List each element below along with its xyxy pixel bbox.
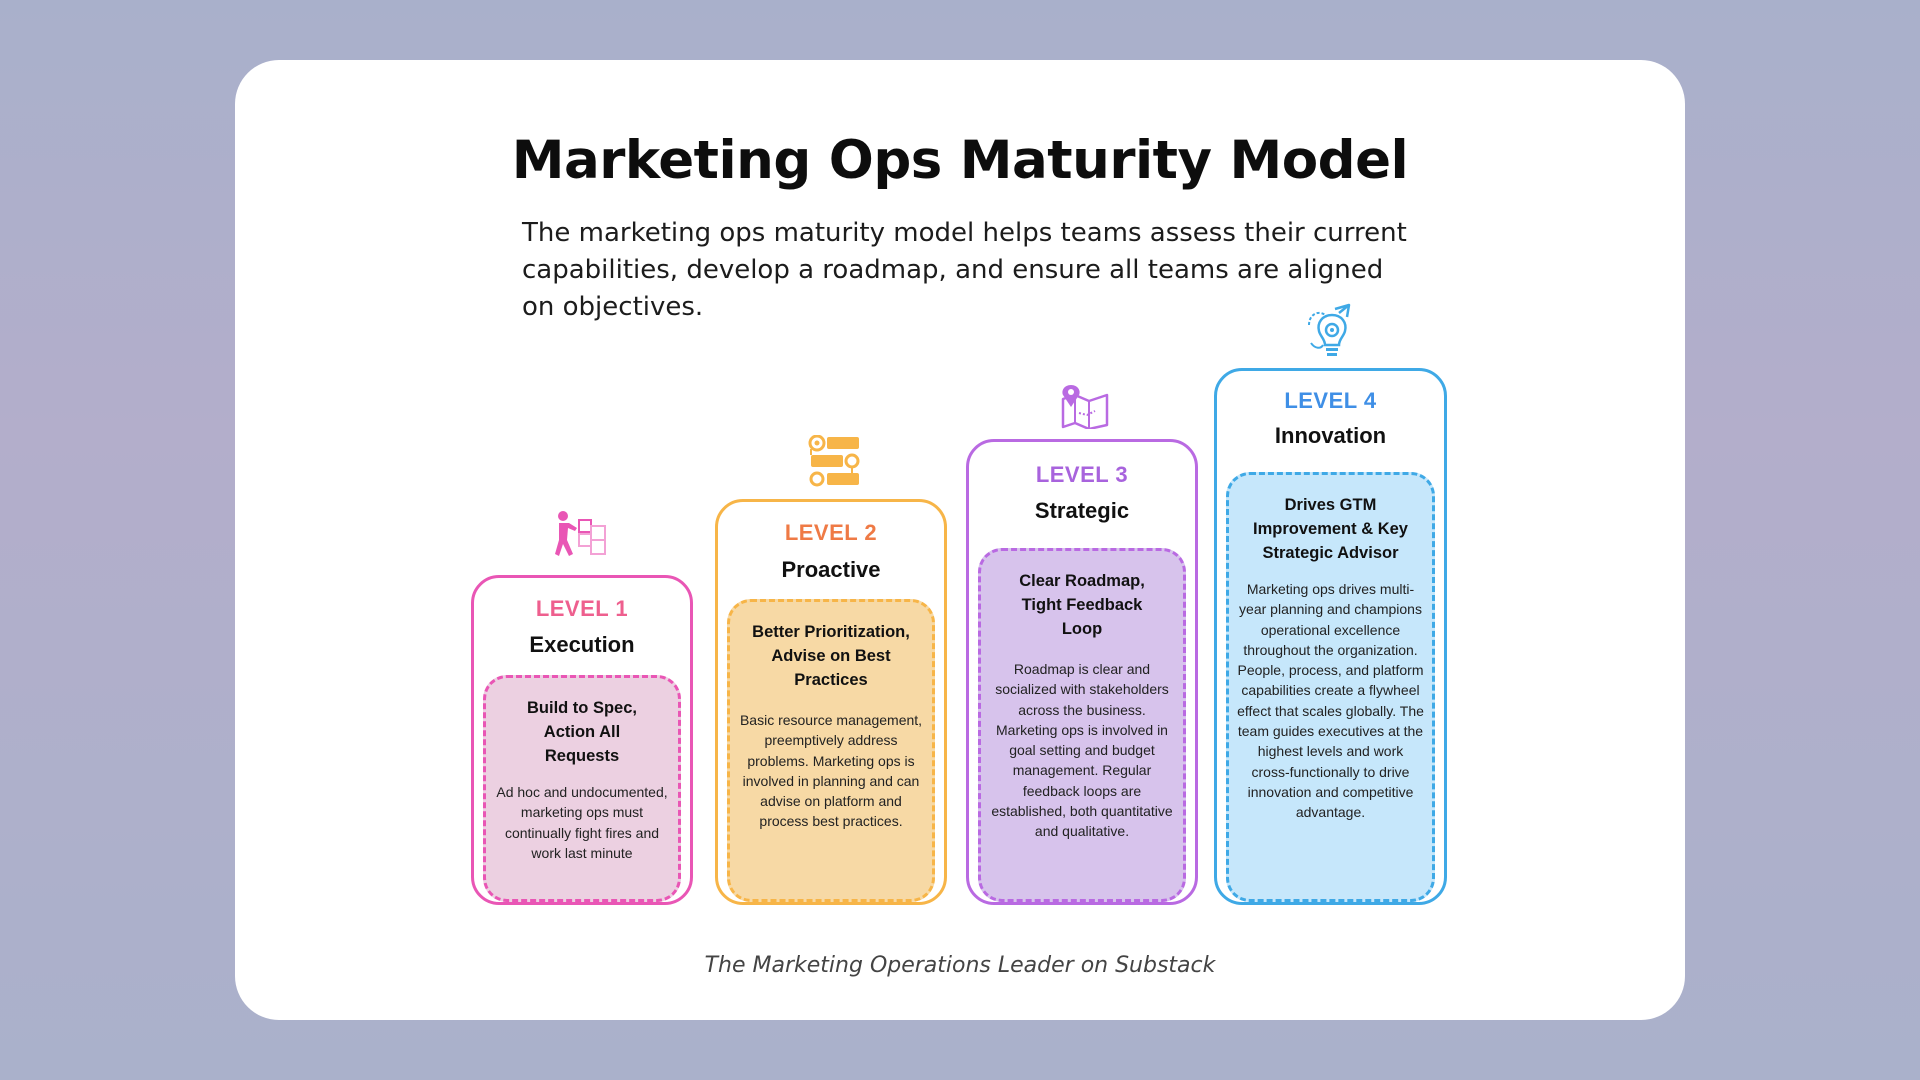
level-2-detail: Better Prioritization, Advise on Best Pr… — [727, 599, 935, 902]
level-1-name: Execution — [529, 632, 635, 657]
level-1-card: LEVEL 1 Execution Build to Spec, Action … — [471, 575, 693, 905]
map-pin-icon — [1057, 385, 1113, 434]
level-2-label: LEVEL 2 — [784, 520, 878, 545]
infographic-card: Marketing Ops Maturity Model The marketi… — [235, 60, 1685, 1020]
level-1-body: Ad hoc and undocumented, marketing ops m… — [496, 784, 668, 861]
level-4-label: LEVEL 4 — [1284, 388, 1377, 413]
level-4-heading: Drives GTM Improvement & Key Strategic A… — [1253, 496, 1408, 562]
level-4-name: Innovation — [1274, 423, 1387, 448]
level-4-detail: Drives GTM Improvement & Key Strategic A… — [1226, 472, 1435, 902]
process-steps-icon — [807, 434, 861, 492]
level-1-detail: Build to Spec, Action All Requests Ad ho… — [483, 675, 681, 902]
page-subtitle: The marketing ops maturity model helps t… — [522, 218, 1407, 322]
lightbulb-gear-icon — [1305, 303, 1359, 364]
level-3-heading: Clear Roadmap, Tight Feedback Loop — [1019, 572, 1145, 638]
level-2-heading: Better Prioritization, Advise on Best Pr… — [752, 623, 910, 689]
source-caption: The Marketing Operations Leader on Subst… — [704, 953, 1216, 978]
level-3-label: LEVEL 3 — [1035, 462, 1129, 487]
level-3-card: LEVEL 3 Strategic Clear Roadmap, Tight F… — [966, 439, 1198, 905]
level-2-body: Basic resource management, preemptively … — [739, 712, 923, 830]
level-4-body: Marketing ops drives multi-year planning… — [1237, 581, 1424, 821]
level-3-body: Roadmap is clear and socialized with sta… — [991, 661, 1173, 840]
level-2-name: Proactive — [781, 557, 881, 582]
puzzle-worker-icon — [553, 510, 609, 563]
page-title: Marketing Ops Maturity Model — [511, 130, 1409, 191]
level-3-name: Strategic — [1034, 498, 1130, 523]
level-3-detail: Clear Roadmap, Tight Feedback Loop Roadm… — [978, 548, 1186, 902]
level-1-heading: Build to Spec, Action All Requests — [526, 699, 637, 765]
level-4-card: LEVEL 4 Innovation Drives GTM Improvemen… — [1214, 368, 1447, 905]
level-1-label: LEVEL 1 — [535, 596, 629, 621]
level-2-card: LEVEL 2 Proactive Better Prioritization,… — [715, 499, 947, 905]
